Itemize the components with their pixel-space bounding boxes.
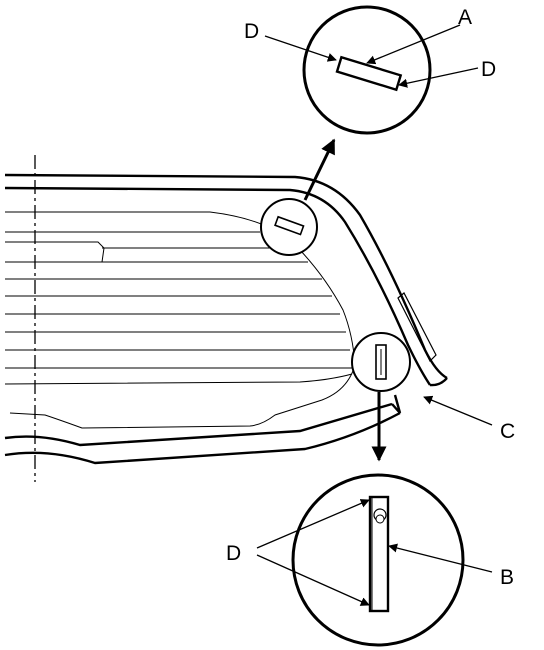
upper-detail-arrow	[303, 138, 336, 201]
callout-d-top-left: D	[244, 20, 259, 43]
detail-spacer-a	[302, 5, 432, 135]
side-molding	[397, 292, 437, 363]
glass-outline	[4, 173, 448, 465]
lower-location-circle	[351, 332, 411, 392]
upper-location-circle	[260, 198, 318, 256]
callout-a: A	[458, 6, 472, 29]
detail-spacer-b	[291, 473, 465, 647]
callout-c: C	[500, 420, 515, 443]
callout-b: B	[500, 566, 514, 589]
callout-leaders	[256, 24, 493, 606]
callout-d-bottom: D	[226, 542, 241, 565]
callout-d-top-right: D	[481, 58, 496, 81]
